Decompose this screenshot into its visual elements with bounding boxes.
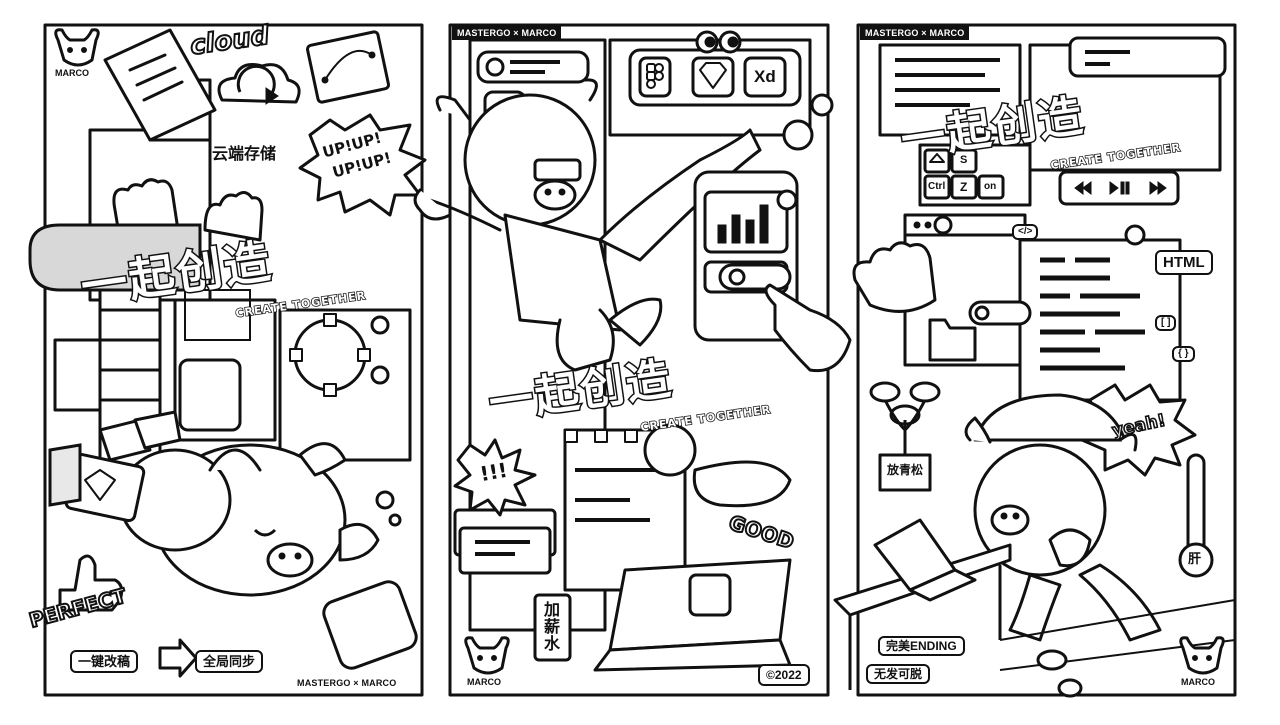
bonsai-icon bbox=[869, 381, 941, 492]
html-tag: HTML bbox=[1155, 250, 1213, 275]
xd-icon bbox=[743, 56, 787, 98]
bull-character-left bbox=[98, 410, 380, 597]
waving-hand-icon bbox=[852, 241, 937, 313]
folder-icon bbox=[928, 318, 977, 362]
sync-icon bbox=[236, 64, 276, 97]
code-editor bbox=[1018, 238, 1182, 402]
bracket-tag: [ ] bbox=[1155, 315, 1177, 331]
middle-logo-text: MARCO bbox=[467, 677, 501, 687]
laptop-icon bbox=[593, 558, 792, 672]
sketch-icon bbox=[691, 56, 735, 98]
pointing-hand-icon bbox=[764, 283, 852, 373]
media-controls bbox=[1058, 170, 1180, 206]
arrow-right-icon bbox=[158, 638, 198, 678]
brace-tag: { } bbox=[1172, 346, 1195, 362]
thumbs-up-icon bbox=[58, 554, 124, 612]
thermometer-label: 肝 bbox=[1188, 551, 1202, 566]
bull-character-right bbox=[964, 393, 1162, 642]
key-s: S bbox=[960, 154, 968, 166]
code-tag: </> bbox=[1012, 224, 1039, 240]
no-hairloss-pill: 无发可脱 bbox=[866, 664, 931, 684]
middle-brand-header: MASTERGO × MARCO bbox=[452, 26, 562, 40]
bezier-window-icon bbox=[306, 30, 390, 104]
yeah-burst bbox=[1080, 383, 1197, 477]
key-z: Z bbox=[960, 180, 968, 194]
left-brand-footer: MASTERGO × MARCO bbox=[297, 678, 397, 688]
play-icon bbox=[1109, 181, 1119, 195]
eyes-icon bbox=[695, 30, 742, 54]
copyright-pill: ©2022 bbox=[758, 664, 810, 686]
right-brand-header: MASTERGO × MARCO bbox=[860, 26, 970, 40]
key-ctrl: Ctrl bbox=[928, 181, 946, 192]
relax-label: 放青松 bbox=[887, 463, 924, 477]
cup-icon bbox=[533, 593, 572, 662]
vector-circle bbox=[293, 318, 367, 392]
pen-tool-card bbox=[178, 358, 242, 432]
left-logo-text: MARCO bbox=[55, 68, 89, 78]
key-on: on bbox=[984, 181, 997, 192]
thermometer-icon bbox=[1178, 453, 1214, 578]
step-two-pill: 全局同步 bbox=[195, 650, 264, 673]
cup-text: 加薪水 bbox=[544, 602, 561, 653]
right-logo-text: MARCO bbox=[1181, 677, 1215, 687]
bull-character-middle bbox=[413, 78, 762, 372]
figma-icon bbox=[638, 56, 672, 98]
cloud-storage-label: 云端存储 bbox=[212, 146, 277, 163]
exclaim-text: !!! bbox=[478, 457, 510, 487]
starburst-shape bbox=[298, 113, 427, 217]
ending-pill: 完美ENDING bbox=[878, 636, 965, 656]
bull-logo-icon bbox=[54, 28, 100, 67]
step-one-pill: 一键改稿 bbox=[70, 650, 139, 673]
right-panel-art bbox=[833, 23, 1237, 698]
bull-logo-icon bbox=[1179, 636, 1225, 675]
exclaim-burst bbox=[453, 438, 537, 517]
keyboard-keys bbox=[918, 143, 1032, 207]
bull-logo-icon bbox=[464, 636, 510, 675]
xd-label: Xd bbox=[754, 67, 776, 86]
forward-icon bbox=[1149, 181, 1159, 195]
cushion-box bbox=[322, 580, 418, 670]
paper-sheet-icon bbox=[103, 28, 217, 142]
middle-panel-art bbox=[413, 23, 852, 697]
left-panel-art bbox=[28, 23, 427, 697]
